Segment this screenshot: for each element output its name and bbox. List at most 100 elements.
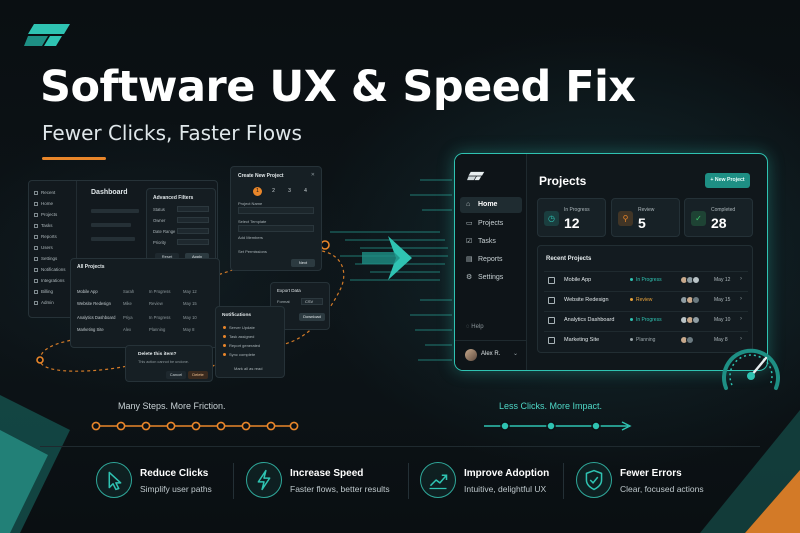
avatar [692, 316, 700, 324]
old-sidebar-item[interactable]: Billing [34, 286, 76, 297]
wizard-step[interactable]: 2 [272, 188, 275, 194]
user-menu[interactable]: Alex R. ⌄ [455, 340, 527, 370]
avatar-group [680, 276, 702, 284]
stat-card-in-progress[interactable]: ◷ In Progress 12 [537, 198, 606, 237]
brand-logo-icon [24, 24, 70, 46]
subheadline: Fewer Clicks, Faster Flows [42, 121, 302, 145]
feature-increase-speed: Increase Speed Faster flows, better resu… [246, 460, 406, 502]
project-name-cell[interactable]: Mobile App [77, 289, 98, 294]
wizard-step[interactable]: 3 [288, 188, 291, 194]
project-name-cell[interactable]: Website Redesign [77, 301, 111, 306]
template-select[interactable] [238, 225, 314, 232]
cancel-button[interactable]: Cancel [166, 371, 186, 379]
table-row[interactable]: Marketing Site Planning May 8 › [544, 331, 748, 348]
notifications-panel: Notifications Server Update Task assigne… [215, 306, 285, 378]
filter-status-select[interactable] [177, 206, 209, 212]
old-sidebar-item[interactable]: Users [34, 242, 76, 253]
old-sidebar-item[interactable]: Settings [34, 253, 76, 264]
old-ui-caption: Many Steps. More Friction. [118, 401, 226, 411]
reset-button[interactable]: Reset [155, 253, 179, 261]
apply-button[interactable]: Apply [185, 253, 209, 261]
chevron-down-icon: ⌄ [513, 351, 519, 357]
table-row[interactable]: Website Redesign Review May 15 › [544, 291, 748, 308]
avatar-group [680, 336, 702, 344]
nav-item-tasks[interactable]: ☑ Tasks [460, 234, 522, 250]
project-date: May 15 [714, 297, 731, 303]
status-text: Planning [636, 337, 656, 343]
nav-label: Tasks [478, 238, 496, 245]
notification-item[interactable]: Server Update [223, 325, 255, 330]
user-name: Alex R. [481, 351, 501, 357]
next-button[interactable]: Next [291, 259, 315, 267]
help-link[interactable]: ◌ Help [466, 324, 484, 330]
status-dot-icon [630, 278, 633, 282]
recent-projects-panel: Recent Projects Mobile App In Progress M… [537, 245, 753, 353]
nav-item-projects[interactable]: ▭Projects [460, 216, 522, 232]
checklist-icon: ☑ [466, 238, 473, 245]
old-sidebar-item-label: Billing [41, 289, 54, 294]
project-name-cell[interactable]: Marketing Site [77, 327, 104, 332]
nav-item-reports[interactable]: ▤Reports [460, 252, 522, 268]
nav-item-settings[interactable]: ⚙Settings [460, 270, 522, 286]
menu-item-icon [34, 289, 38, 294]
feature-title: Reduce Clicks [140, 468, 209, 479]
notification-text: Task assigned [229, 334, 255, 339]
wizard-step[interactable]: 1 [253, 187, 262, 196]
old-sidebar-item[interactable]: Notifications [34, 264, 76, 275]
project-date-cell: May 15 [183, 301, 197, 306]
filter-date-select[interactable] [177, 228, 209, 234]
old-sidebar-item[interactable]: Projects [34, 209, 76, 220]
download-button[interactable]: Download [299, 313, 325, 321]
brand-logo-icon [467, 171, 485, 181]
status-badge: Planning [630, 337, 655, 343]
table-row[interactable]: Mobile App In Progress May 12 › [544, 271, 748, 288]
stat-card-completed[interactable]: ✓ Completed 28 [684, 198, 753, 237]
old-sidebar-item[interactable]: Integrations [34, 275, 76, 286]
old-sidebar-item[interactable]: Reports [34, 231, 76, 242]
nav-item-home[interactable]: ⌂Home [460, 197, 522, 213]
project-owner-cell: Alex [123, 327, 132, 332]
feature-reduce-clicks: Reduce Clicks Simplify user paths [96, 460, 226, 502]
wizard-step[interactable]: 4 [304, 188, 307, 194]
filter-priority-select[interactable] [177, 239, 209, 245]
wizard-title: Create New Project [238, 173, 284, 179]
field-label: Select Template [238, 219, 267, 224]
notification-item[interactable]: Sync complete [223, 352, 255, 357]
help-icon: ◌ [466, 324, 472, 330]
stat-value: 28 [711, 215, 727, 231]
old-sidebar-item-label: Reports [41, 234, 57, 239]
search-icon: ⚲ [618, 211, 633, 226]
old-sidebar-item-label: Users [41, 245, 53, 250]
avatar-group [680, 316, 702, 324]
feature-description: Intuitive, delightful UX [464, 484, 547, 494]
project-name-cell[interactable]: Analytics Dashboard [77, 315, 116, 320]
status-dot-icon [630, 318, 633, 322]
speedometer-icon [722, 348, 780, 390]
project-owner-cell: Priya [123, 315, 133, 320]
project-name-field[interactable] [238, 207, 314, 214]
notifications-title: Notifications [222, 313, 252, 318]
notification-text: Report generated [229, 343, 261, 348]
notification-item[interactable]: Report generated [223, 343, 260, 348]
unread-dot-icon [223, 353, 226, 357]
delete-button[interactable]: Delete [188, 371, 208, 379]
unread-dot-icon [223, 326, 226, 330]
filter-owner-select[interactable] [177, 217, 209, 223]
stat-card-review[interactable]: ⚲ Review 5 [611, 198, 680, 237]
new-project-button[interactable]: + New Project [705, 173, 750, 188]
old-sidebar-item[interactable]: Recent [34, 187, 76, 198]
notification-item[interactable]: Task assigned [223, 334, 254, 339]
old-sidebar-item[interactable]: Admin [34, 297, 76, 308]
old-sidebar-item[interactable]: Home [34, 198, 76, 209]
menu-item-icon [34, 234, 38, 239]
old-sidebar: Recent Home Projects Tasks Reports Users… [29, 181, 77, 317]
avatar [465, 349, 477, 361]
feature-separator [233, 463, 234, 499]
old-sidebar-item[interactable]: Tasks [34, 220, 76, 231]
close-icon[interactable]: ✕ [310, 172, 315, 178]
table-row[interactable]: Analytics Dashboard In Progress May 10 › [544, 311, 748, 328]
mark-all-read-link[interactable]: Mark all as read [234, 366, 263, 371]
document-icon [548, 277, 555, 284]
stat-value: 12 [564, 215, 580, 231]
format-select[interactable]: CSV [301, 298, 323, 305]
